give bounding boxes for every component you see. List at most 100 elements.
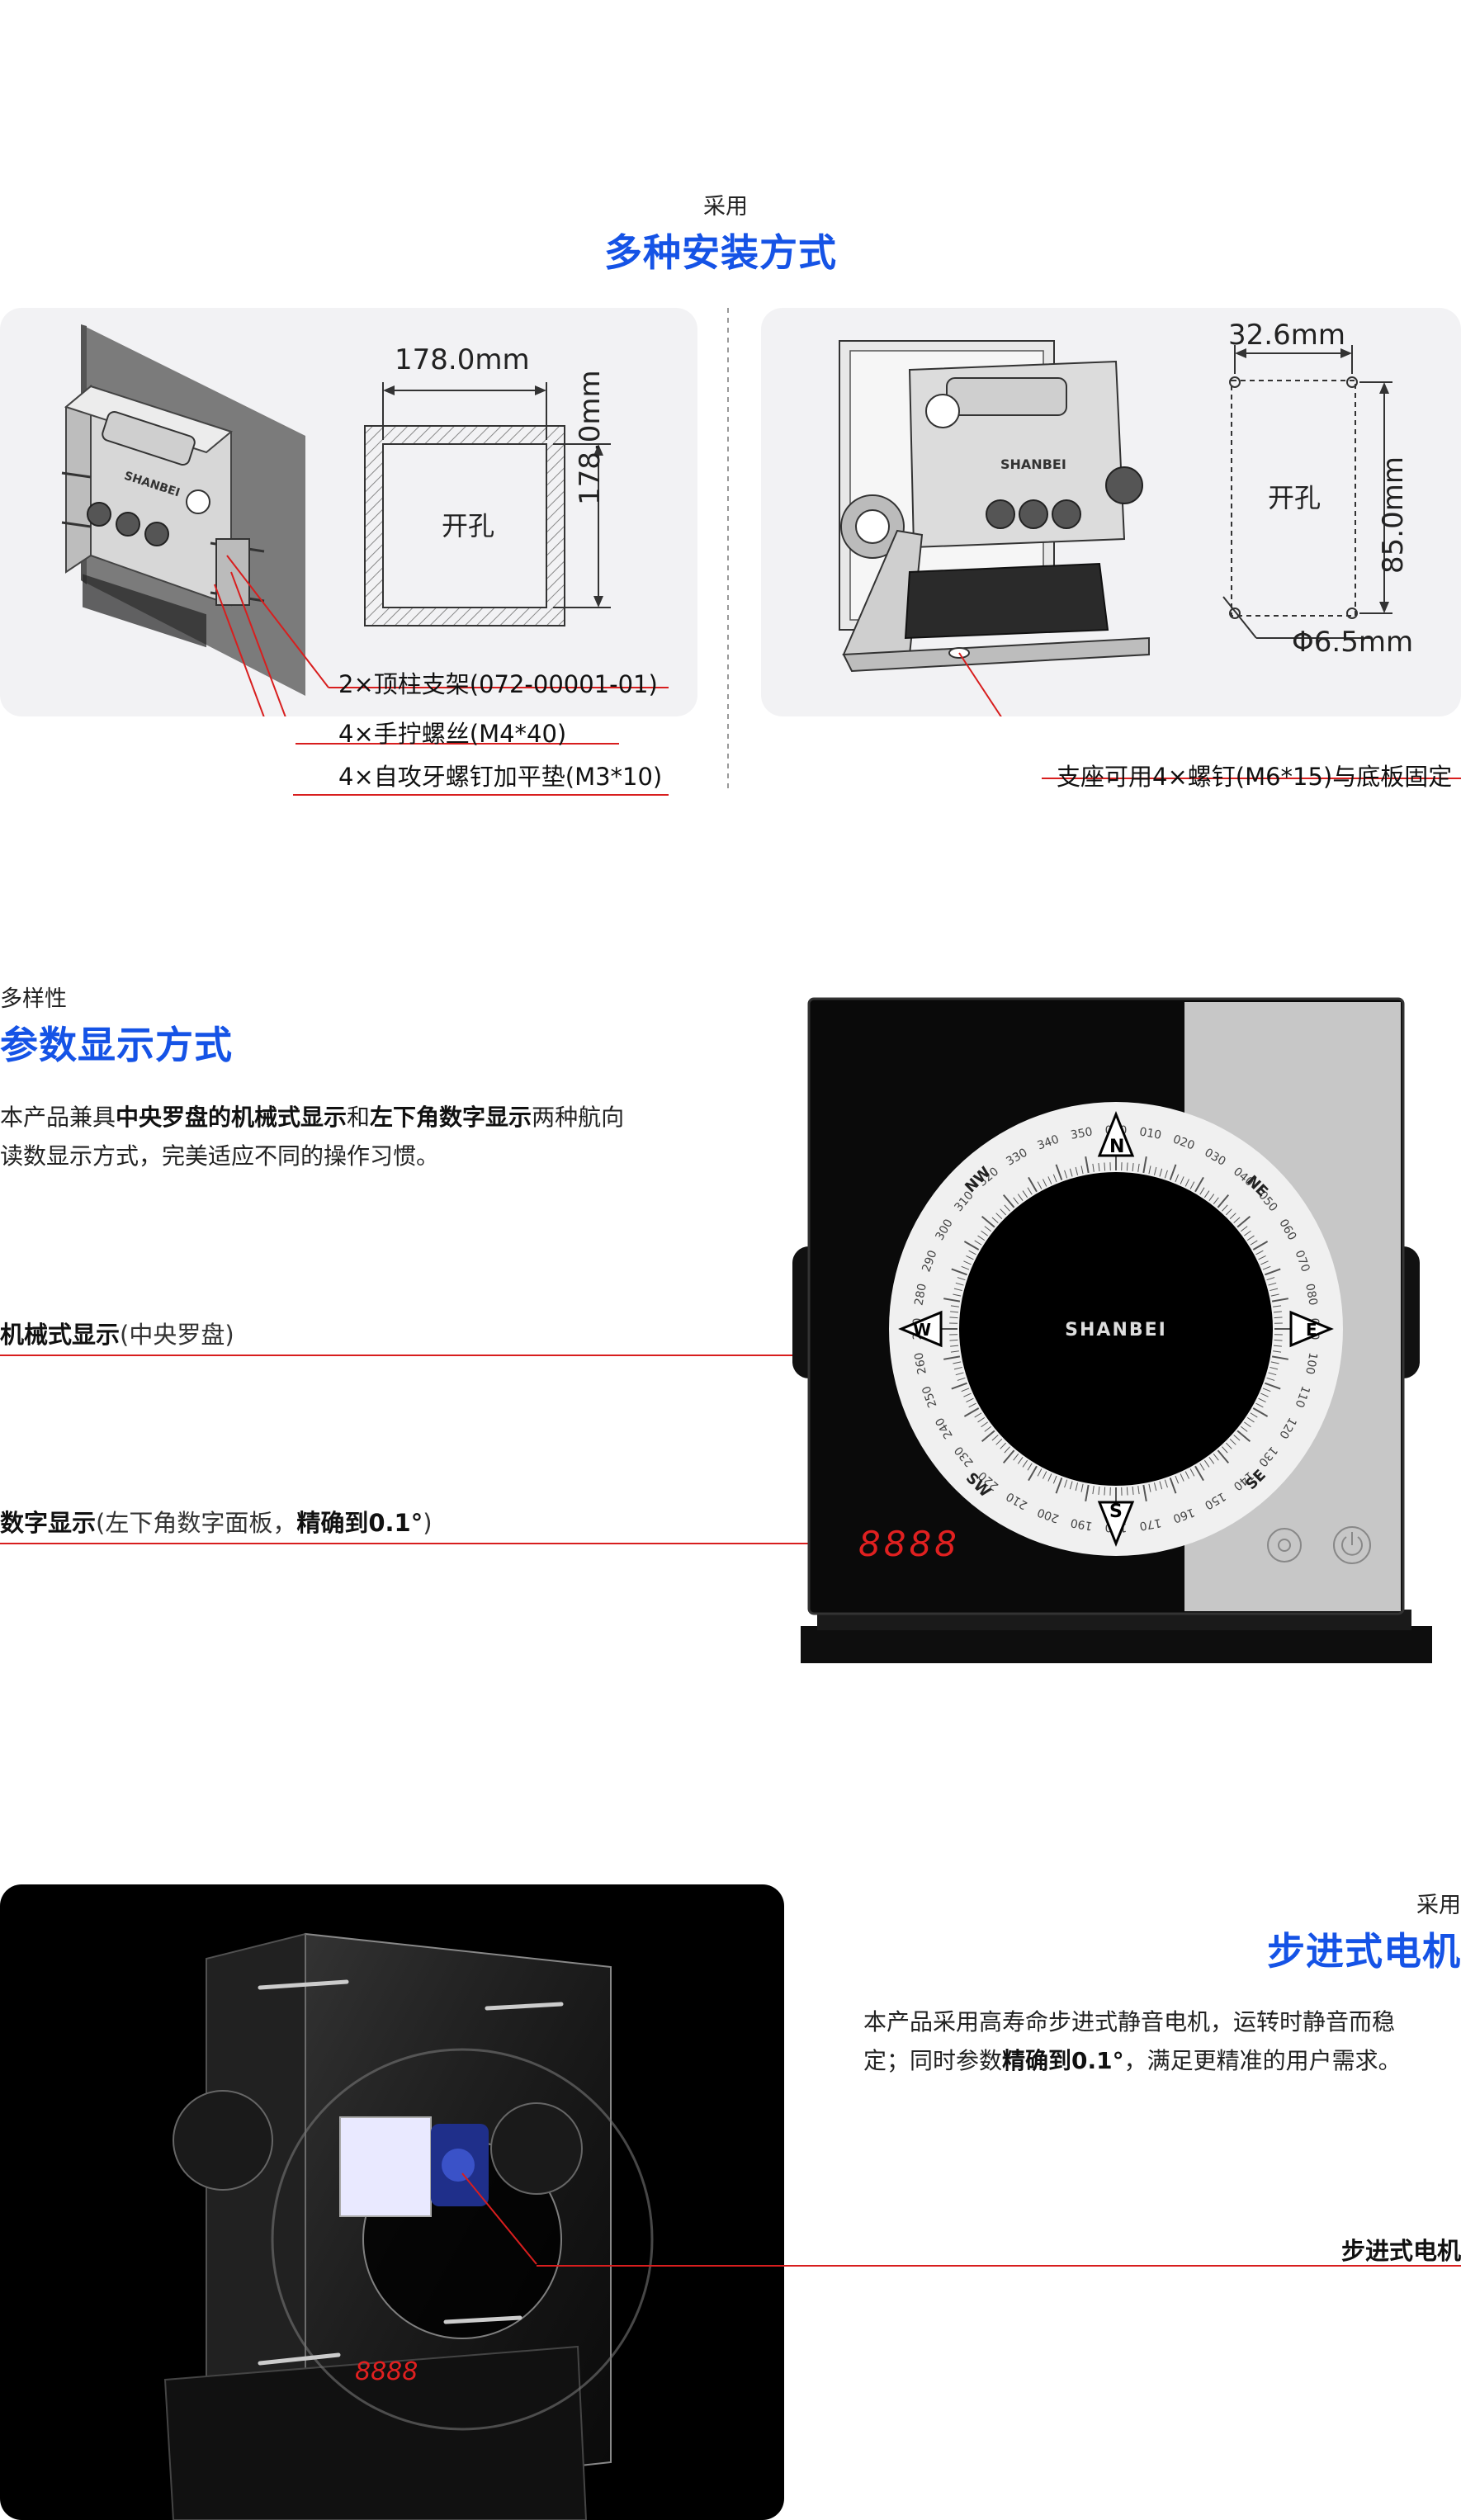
compass-tick xyxy=(1226,1208,1232,1216)
compass-tick xyxy=(1142,1156,1147,1174)
compass-tick xyxy=(1184,1179,1190,1187)
compass-tick xyxy=(1217,1194,1230,1208)
cardinal-n: N xyxy=(1109,1137,1124,1157)
compass-tick xyxy=(1274,1317,1283,1319)
compass-tick xyxy=(974,1412,982,1418)
compass-tick xyxy=(1217,1449,1230,1464)
section3-description: 本产品采用高寿命步进式静音电机，运转时静音而稳 定；同时参数精确到0.1°，满足… xyxy=(863,2008,1402,2074)
compass-tick xyxy=(1022,1190,1028,1199)
compass-tick xyxy=(943,1355,961,1360)
compass-tick xyxy=(1270,1361,1279,1364)
callout-thumb-screw: 4×手拧螺丝(M4*40) xyxy=(338,720,567,748)
compass-tick xyxy=(1258,1397,1266,1403)
compass-degree-label: 190 xyxy=(1070,1515,1094,1532)
compass-tick xyxy=(1233,1217,1241,1223)
compass-tick xyxy=(1270,1293,1279,1297)
compass-tick xyxy=(961,1388,970,1392)
compass-tick xyxy=(1132,1163,1134,1172)
compass-tick xyxy=(1017,1194,1024,1201)
compass-tick xyxy=(1000,1442,1006,1449)
compass-tick xyxy=(1126,1162,1128,1171)
compass-tick xyxy=(968,1250,976,1255)
compass-degree-label: 280 xyxy=(912,1283,929,1307)
compass-tick xyxy=(1085,1484,1090,1501)
compass-tick xyxy=(1266,1277,1275,1281)
cutout-label-left: 开孔 xyxy=(442,510,495,541)
base-callout-line xyxy=(1042,778,1461,779)
compass-device: 0000100200300400500600700800901001101201… xyxy=(792,997,1432,1663)
compass-tick xyxy=(1240,1425,1248,1432)
compass-tick xyxy=(1246,1416,1255,1423)
compass-tick xyxy=(1013,1197,1019,1205)
brightness-button[interactable] xyxy=(1267,1528,1302,1563)
compass-tick xyxy=(1262,1265,1271,1270)
compass-tick xyxy=(1240,1226,1248,1232)
section3-eyebrow: 采用 xyxy=(1416,1893,1461,1918)
compass-tick xyxy=(963,1241,980,1251)
compass-tick xyxy=(1260,1392,1269,1397)
compass-tick xyxy=(961,1265,970,1270)
power-button[interactable] xyxy=(1333,1526,1371,1564)
compass-tick xyxy=(977,1235,986,1241)
motor-xray-panel: 8888 xyxy=(0,1884,784,2520)
compass-tick xyxy=(1250,1240,1258,1246)
compass-tick xyxy=(957,1277,966,1281)
motor-xray-illustration: 8888 xyxy=(163,1932,654,2520)
compass-tick xyxy=(1222,1446,1228,1454)
device-rear-body: SHANBEI xyxy=(64,384,234,648)
compass-tick xyxy=(1270,1366,1279,1370)
compass-tick xyxy=(1194,1465,1204,1482)
compass-tick xyxy=(984,1226,992,1232)
base-mount-illustration: SHANBEI xyxy=(839,340,1392,716)
compass-tick xyxy=(1092,1163,1095,1172)
compass-tick xyxy=(1037,1468,1043,1477)
compass-degree-label: 100 xyxy=(1303,1351,1319,1375)
compass-tick xyxy=(1027,1463,1033,1471)
compass-tick xyxy=(991,1435,999,1441)
compass-tick xyxy=(957,1377,966,1381)
panel-mount-illustration: SHANBEI xyxy=(61,324,611,716)
section1-eyebrow: 采用 xyxy=(703,194,748,220)
compass-tick xyxy=(1002,1194,1015,1208)
compass-tick xyxy=(1208,1457,1215,1464)
compass-degree-label: 080 xyxy=(1303,1283,1319,1307)
compass-tick xyxy=(1052,1475,1057,1484)
brand-logo: SHANBEI xyxy=(1065,1320,1167,1340)
compass-tick xyxy=(1047,1176,1052,1184)
compass-tick xyxy=(1027,1187,1033,1195)
compass-tick xyxy=(1260,1260,1269,1265)
compass-tick xyxy=(1236,1215,1251,1228)
compass-tick xyxy=(1199,1463,1205,1471)
compass-tick xyxy=(1255,1402,1264,1408)
compass-tick xyxy=(1246,1235,1255,1241)
compass-tick xyxy=(1132,1486,1134,1495)
compass-tick xyxy=(1273,1305,1282,1307)
compass-tick xyxy=(1142,1484,1147,1501)
callout-self-tapping-screw: 4×自攻牙螺钉加平垫(M3*10) xyxy=(338,763,663,791)
compass-tick xyxy=(977,1416,986,1423)
compass-tick xyxy=(1042,1179,1047,1187)
compass-tick xyxy=(1153,1166,1157,1175)
compass-tick xyxy=(981,1230,988,1236)
compass-tick xyxy=(1233,1435,1241,1441)
compass-tick xyxy=(950,1350,959,1353)
compass-tick xyxy=(1266,1377,1275,1381)
compass-tick xyxy=(963,1392,972,1397)
compass-tick xyxy=(1244,1421,1251,1428)
section2-heading: 参数显示方式 xyxy=(0,1023,233,1067)
section1-heading: 多种安装方式 xyxy=(604,230,837,275)
compass-tick xyxy=(943,1298,961,1303)
compass-tick xyxy=(1126,1487,1128,1496)
compass-tick xyxy=(984,1425,992,1432)
digital-display-label: 数字显示(左下角数字面板，精确到0.1°) xyxy=(0,1509,433,1537)
compass-tick xyxy=(1208,1194,1215,1201)
compass-tick xyxy=(966,1255,974,1260)
compass-tick xyxy=(1148,1165,1151,1175)
compass-tick xyxy=(968,1402,976,1408)
compass-tick xyxy=(1104,1487,1106,1496)
compass-tick xyxy=(1252,1407,1269,1417)
compass-tick xyxy=(1047,1473,1052,1482)
compass-tick xyxy=(1226,1442,1232,1449)
compass-tick xyxy=(981,1421,988,1428)
compass-tick xyxy=(1069,1168,1073,1177)
